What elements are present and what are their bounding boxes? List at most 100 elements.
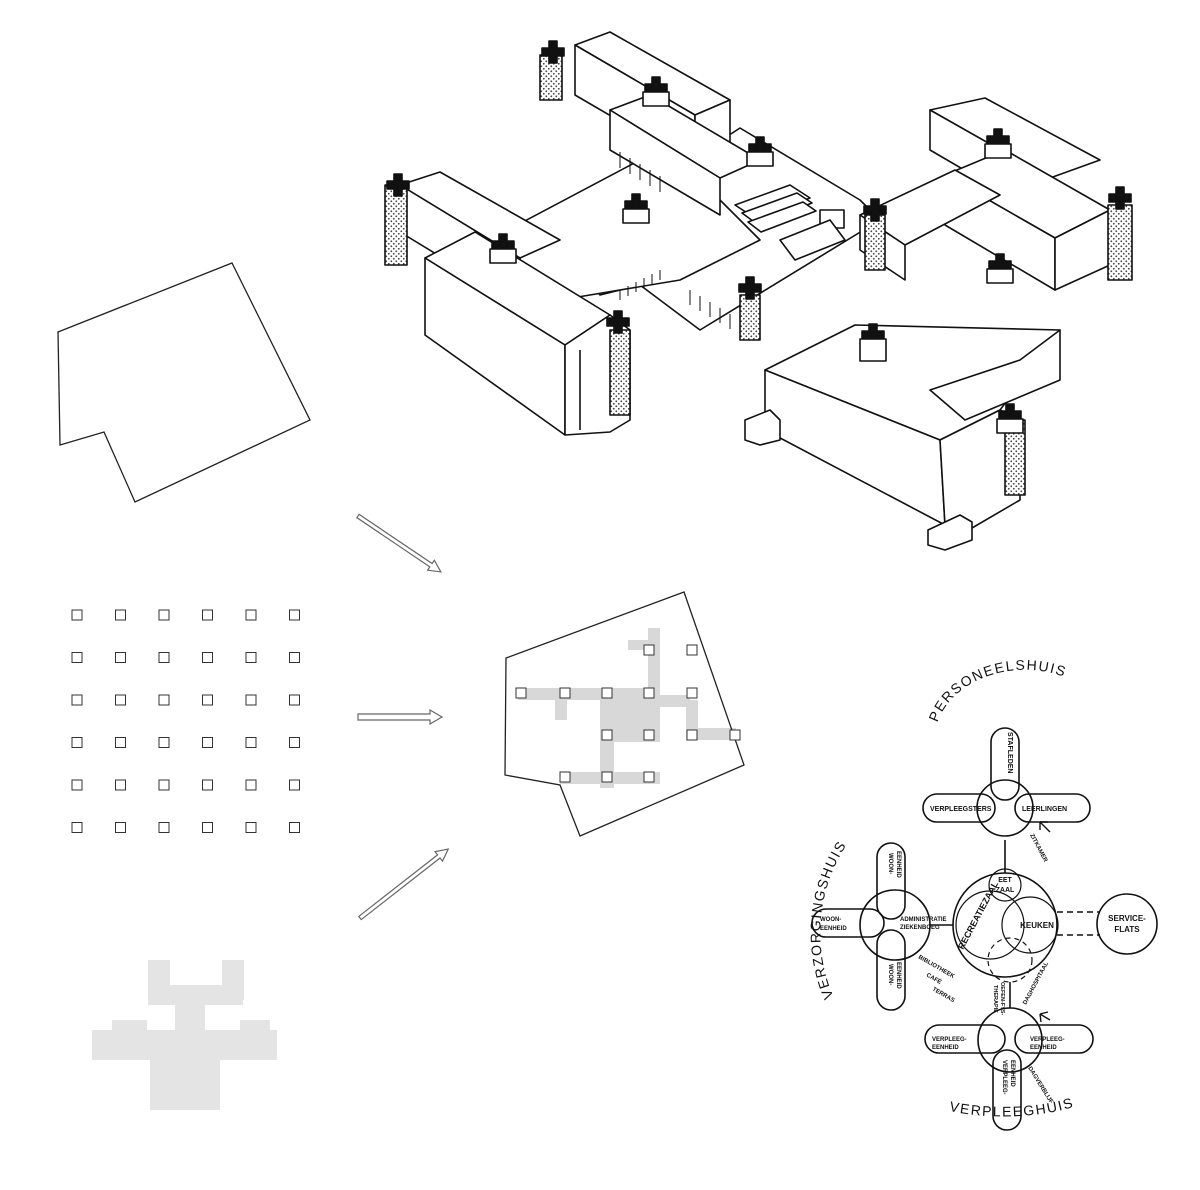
grid-square	[158, 822, 170, 833]
label-service: SERVICE-	[1108, 914, 1146, 923]
arrow-diagonal-up	[357, 848, 450, 921]
label-therapie-1: OEFEN-FYS-	[999, 982, 1005, 1015]
label-keuken: KEUKEN	[1020, 921, 1054, 930]
plan-squares	[515, 644, 741, 783]
grid-square	[158, 779, 170, 791]
grid-square	[245, 652, 257, 663]
arrow-horizontal	[357, 708, 444, 726]
grid-square	[158, 609, 170, 621]
grid-square	[71, 779, 83, 791]
leerlingen-pill	[1014, 793, 1091, 823]
grid-square	[289, 652, 300, 663]
woon-bottom-pill	[876, 929, 906, 1011]
grid-square	[71, 694, 83, 706]
top-cluster-circle	[976, 779, 1034, 837]
grid-square	[71, 737, 83, 748]
grid-square	[289, 822, 300, 833]
bottom-left-step	[744, 409, 781, 446]
label-verpleeg-right-1: VERPLEEG-	[1030, 1037, 1065, 1043]
label-woon-bottom-2: EENHEID	[895, 962, 901, 989]
grid-square	[202, 652, 213, 663]
woon-left-pill	[811, 908, 885, 938]
bottom-cluster-circle	[977, 1007, 1043, 1073]
stafleden-pill	[990, 727, 1020, 801]
label-zitkamer: ZITKAMER	[1028, 833, 1048, 864]
faded-plan-shape	[92, 960, 277, 1110]
bottom-step	[927, 514, 973, 551]
grid-square	[202, 779, 213, 791]
label-administratie: ADMINISTRATIE	[900, 917, 947, 923]
plan-site-outline	[504, 591, 745, 837]
functional-diagram	[811, 727, 1158, 1131]
grid-square	[245, 779, 257, 791]
grid-square	[115, 779, 126, 791]
grid-square	[115, 694, 126, 706]
keuken-circle	[1001, 896, 1059, 954]
grid-square	[158, 652, 170, 663]
arrow-diagonal-down	[356, 513, 443, 573]
grid-square	[245, 609, 257, 621]
grid-square	[158, 737, 170, 748]
entry-arrows	[1039, 821, 1051, 1023]
label-verpleeg-bottom-2: EENHEID	[1009, 1060, 1015, 1087]
label-flats: FLATS	[1114, 925, 1140, 934]
grid-square	[115, 822, 126, 833]
combined-plan	[504, 591, 745, 837]
verpleeg-bottom-pill	[992, 1049, 1022, 1131]
grid-square	[158, 694, 170, 706]
label-ziekenboeg: ZIEKENBOEG	[900, 925, 940, 931]
grid-square	[115, 652, 126, 663]
central-skylights	[734, 184, 846, 261]
tower-left-front	[609, 329, 631, 416]
verpleeg-left-pill	[924, 1024, 1006, 1054]
woon-top-pill	[876, 842, 906, 920]
grid-square	[202, 737, 213, 748]
label-verpleegsters: VERPLEEGSTERS	[930, 806, 992, 813]
functional-diagram-labels: PERSONEELSHUIS VERZORGINGSHUIS VERPLEEGH…	[807, 657, 1146, 1120]
grid-square	[71, 652, 83, 663]
grid-square	[202, 822, 213, 833]
grid-square	[202, 609, 213, 621]
grid-square	[71, 822, 83, 833]
label-verpleeghuis: VERPLEEGHUIS	[948, 1094, 1075, 1119]
label-personeelshuis: PERSONEELSHUIS	[925, 657, 1069, 724]
tower-centre	[739, 294, 761, 341]
block-upper-left-side	[609, 109, 721, 216]
serviceflats-circle	[1096, 893, 1158, 955]
plan-grey-shape	[518, 628, 736, 788]
grid-square	[115, 737, 126, 748]
label-verpleeg-right-2: EENHEID	[1030, 1045, 1057, 1051]
tower-centre-right	[864, 214, 886, 271]
grid-square	[245, 822, 257, 833]
label-eet: EET	[998, 877, 1012, 884]
grid-square	[245, 737, 257, 748]
colonnade-top	[619, 152, 661, 192]
label-terras: TERRAS	[931, 987, 955, 1005]
label-woon-top-1: WOON-	[887, 853, 893, 874]
label-stafleden: STAFLEDEN	[1006, 732, 1013, 773]
colonnade-right	[689, 290, 731, 329]
colonnade-left	[619, 270, 661, 300]
grid-square	[289, 779, 300, 791]
label-recreatiezaal: RECREATIEZAAL	[956, 879, 1000, 951]
grid-square	[115, 609, 126, 621]
label-verpleeg-left-1: VERPLEEG-	[932, 1037, 967, 1043]
verpleegsters-pill	[922, 793, 996, 823]
grid-square	[289, 609, 300, 621]
tower-left	[384, 184, 408, 266]
grid-square	[289, 694, 300, 706]
grid-of-squares	[71, 609, 300, 833]
label-woon-left-1: WOON-	[820, 917, 841, 923]
tower-right	[1107, 204, 1133, 281]
grid-square	[289, 737, 300, 748]
label-dagziekenhuis: DAGHOSPITAAL	[1022, 961, 1050, 1006]
label-leerlingen: LEERLINGEN	[1022, 806, 1067, 813]
process-arrows	[356, 513, 450, 921]
label-woon-left-2: EENHEID	[820, 926, 847, 932]
label-verpleeg-bottom-1: VERPLEEG-	[1001, 1060, 1007, 1095]
grid-square	[71, 609, 83, 621]
label-woon-bottom-1: WOON-	[887, 964, 893, 985]
verpleeg-right-pill	[1014, 1024, 1094, 1054]
label-woon-top-2: EENHEID	[895, 851, 901, 878]
